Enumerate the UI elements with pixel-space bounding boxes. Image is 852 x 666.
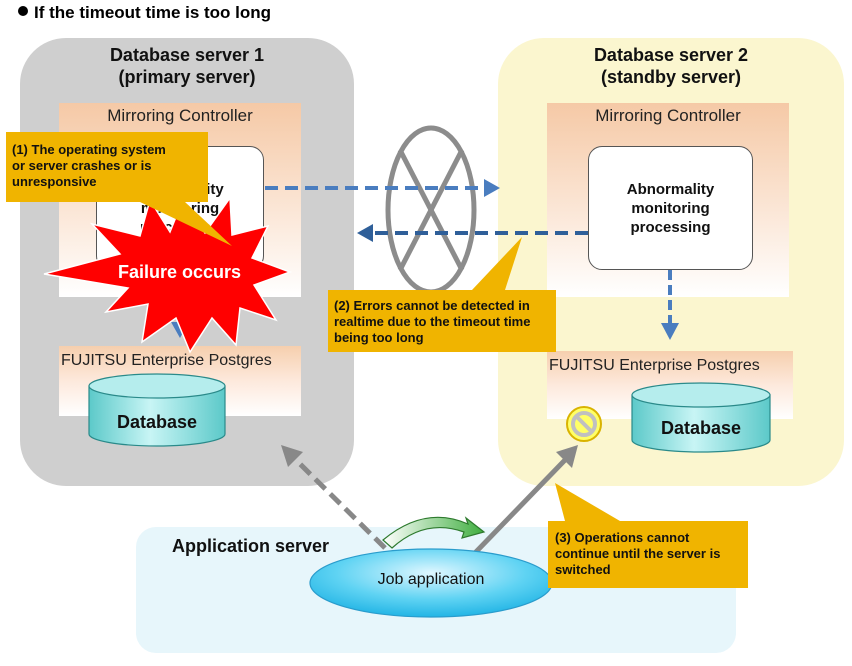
callout-3-shape bbox=[548, 483, 748, 588]
callout-1-shape bbox=[6, 132, 232, 246]
server1-title-line2: (primary server) bbox=[118, 67, 256, 87]
callout-3-line1: (3) Operations cannot bbox=[555, 530, 690, 545]
server1-database-label: Database bbox=[116, 412, 198, 432]
heartbeat-arrow-left bbox=[357, 224, 588, 242]
job-arrow-to-server1 bbox=[281, 445, 387, 550]
switch-curved-arrow bbox=[382, 516, 486, 549]
server2-mirroring-controller-label: Mirroring Controller bbox=[595, 106, 741, 125]
server2-title: Database server 2 (standby server) bbox=[498, 44, 844, 88]
server2-database-label: Database bbox=[660, 418, 742, 438]
server2-process-line3: processing bbox=[630, 218, 711, 236]
callout-2-line1: (2) Errors cannot be detected in bbox=[334, 298, 530, 313]
server1-title-line1: Database server 1 bbox=[109, 45, 265, 65]
server2-arrow-to-fep bbox=[661, 270, 679, 340]
server2-monitoring-process: Abnormality monitoring processing bbox=[588, 146, 753, 270]
server1-mirroring-controller-label: Mirroring Controller bbox=[107, 106, 253, 125]
callout-3-text: (3) Operations cannot continue until the… bbox=[555, 530, 745, 578]
server1-database-cylinder bbox=[88, 373, 226, 447]
callout-2-line2: realtime due to the timeout time bbox=[334, 314, 531, 329]
server2-process-line2: monitoring bbox=[631, 199, 710, 217]
server2-process-line1: Abnormality bbox=[626, 180, 715, 198]
server1-title: Database server 1 (primary server) bbox=[20, 44, 354, 88]
bullet-icon bbox=[18, 6, 28, 16]
server2-title-line1: Database server 2 bbox=[593, 45, 749, 65]
callout-1-text: (1) The operating system or server crash… bbox=[12, 142, 208, 190]
server1-fep-label: FUJITSU Enterprise Postgres bbox=[61, 352, 272, 369]
job-arrow-to-server2 bbox=[470, 445, 578, 558]
application-server-title: Application server bbox=[172, 536, 330, 556]
callout-1-line1: (1) The operating system bbox=[12, 142, 166, 157]
diagram-heading: If the timeout time is too long bbox=[18, 3, 271, 23]
failure-label: Failure occurs bbox=[118, 262, 242, 282]
job-application-label: Job application bbox=[377, 571, 485, 588]
server2-database-cylinder bbox=[631, 382, 771, 453]
server2-title-line2: (standby server) bbox=[600, 67, 742, 87]
network-disconnect-icon bbox=[385, 125, 477, 295]
failure-burst-icon bbox=[43, 195, 293, 354]
prohibited-icon bbox=[566, 406, 602, 442]
callout-1-line2: or server crashes or is bbox=[12, 158, 152, 173]
heartbeat-arrow-right bbox=[265, 179, 500, 197]
callout-3-line3: switched bbox=[555, 562, 611, 577]
callout-1-line3: unresponsive bbox=[12, 174, 97, 189]
callout-2-text: (2) Errors cannot be detected in realtim… bbox=[334, 298, 556, 346]
callout-2-shape bbox=[328, 237, 556, 352]
callout-3-line2: continue until the server is bbox=[555, 546, 721, 561]
callout-2-line3: being too long bbox=[334, 330, 424, 345]
server2-fep-label: FUJITSU Enterprise Postgres bbox=[549, 357, 760, 374]
heading-text: If the timeout time is too long bbox=[34, 3, 272, 22]
